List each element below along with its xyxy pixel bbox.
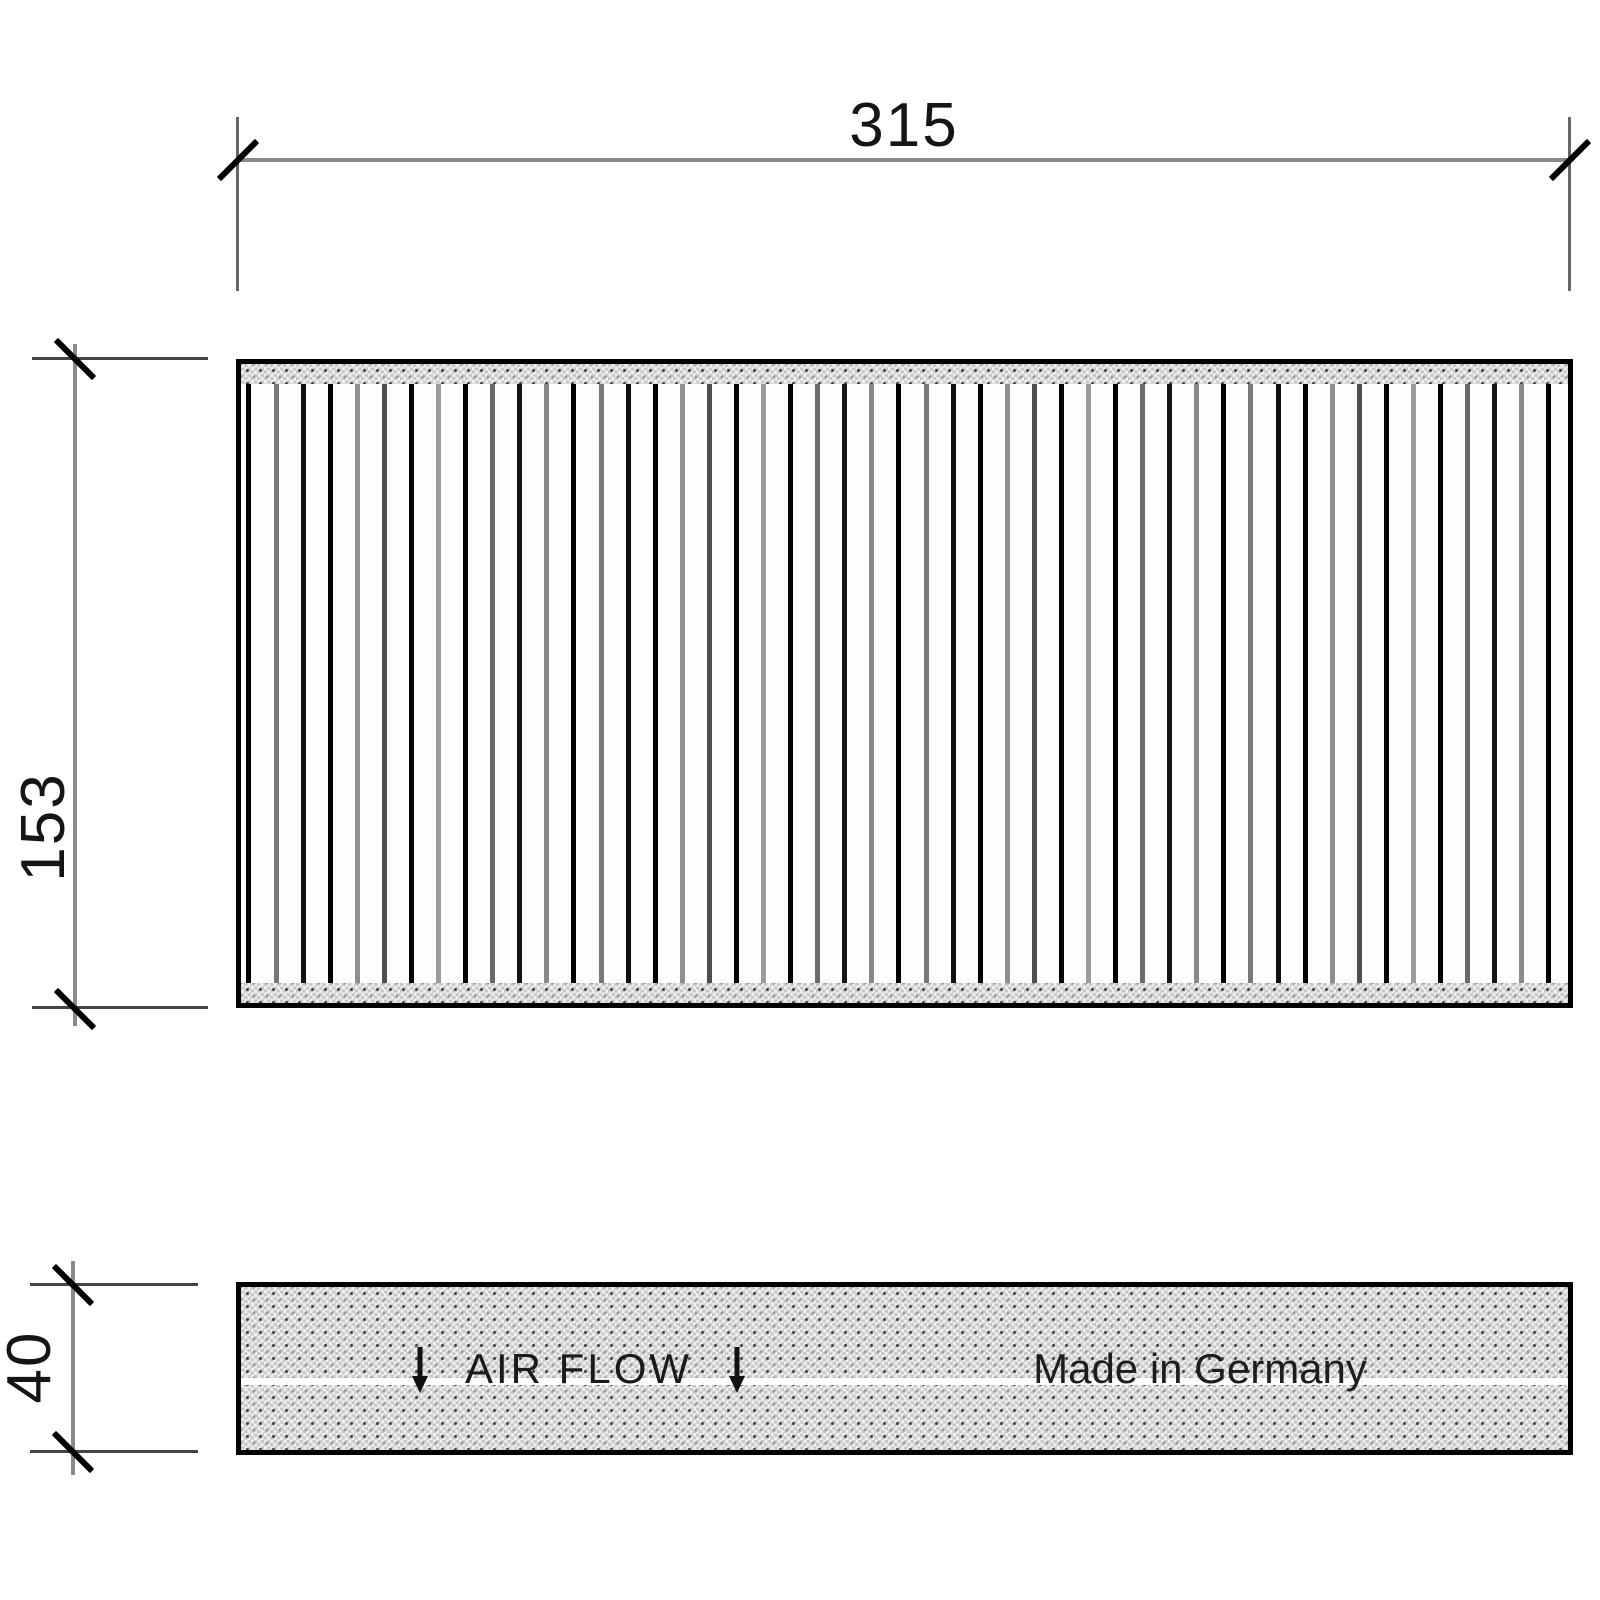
pleat-line xyxy=(300,384,306,983)
pleat-line xyxy=(1546,384,1552,983)
pleat-line xyxy=(1058,384,1064,983)
pleat-line xyxy=(463,384,469,983)
pleat-line xyxy=(1194,384,1200,983)
pleat-line xyxy=(1248,384,1254,983)
pleat-line xyxy=(1113,384,1118,983)
pleat-line xyxy=(544,384,550,983)
pleat-line xyxy=(1492,384,1498,983)
pleat-line xyxy=(1438,384,1443,983)
pleat-line xyxy=(490,384,496,983)
air-flow-label: AIR FLOW xyxy=(465,1344,693,1392)
pleat-line xyxy=(950,384,956,983)
depth-dimension-value: 40 xyxy=(0,1330,64,1404)
filter-top-view xyxy=(236,359,1573,1008)
air-flow-down-arrow-icon xyxy=(412,1346,428,1393)
pleat-line xyxy=(598,384,604,983)
pleat-line xyxy=(1221,384,1227,983)
pleat-line xyxy=(625,384,631,983)
pleat-line xyxy=(1410,384,1416,983)
width-dimension-value: 315 xyxy=(849,91,959,160)
pleat-line xyxy=(571,384,577,983)
pleat-line xyxy=(327,384,333,983)
pleat-line xyxy=(408,384,414,983)
filter-end-cap-bottom xyxy=(241,983,1568,1003)
air-flow-down-arrow-icon xyxy=(729,1346,746,1393)
height-dimension-value: 153 xyxy=(9,772,78,882)
extension-line-bottom xyxy=(32,1006,208,1009)
filter-pleats xyxy=(241,384,1568,983)
pleat-line xyxy=(1085,384,1091,983)
pleat-line xyxy=(1275,384,1281,983)
pleat-line xyxy=(354,384,360,983)
air-flow-group: AIR FLOW xyxy=(411,1287,746,1450)
made-in-germany-label: Made in Germany xyxy=(1033,1344,1367,1392)
pleat-line xyxy=(1465,384,1471,983)
pleat-line xyxy=(1031,384,1037,983)
pleat-line xyxy=(246,384,252,983)
pleat-line xyxy=(977,384,983,983)
pleat-line xyxy=(1519,384,1525,983)
pleat-line xyxy=(1329,384,1335,983)
pleat-line xyxy=(815,384,821,983)
extension-line-left xyxy=(236,117,239,291)
pleat-line xyxy=(517,384,523,983)
dimension-line-depth xyxy=(71,1261,75,1475)
pleat-line xyxy=(1167,384,1173,983)
pleat-line xyxy=(706,384,712,983)
pleat-line xyxy=(273,384,279,983)
pleat-line xyxy=(923,384,929,983)
filter-end-cap-top xyxy=(241,364,1568,384)
dimension-line-width xyxy=(236,158,1572,162)
pleat-line xyxy=(1356,384,1362,983)
pleat-line xyxy=(788,384,793,983)
side-seam-line xyxy=(241,1378,1568,1385)
pleat-line xyxy=(842,384,848,983)
extension-line-top xyxy=(30,1283,198,1286)
extension-line-top xyxy=(32,357,208,360)
pleat-line xyxy=(733,384,739,983)
dimension-line-height xyxy=(73,344,77,1026)
extension-line-bottom xyxy=(30,1450,198,1453)
pleat-line xyxy=(869,384,875,983)
pleat-line xyxy=(1383,384,1389,983)
pleat-line xyxy=(1004,384,1010,983)
pleat-line xyxy=(761,384,766,983)
pleat-line xyxy=(679,384,685,983)
pleat-line xyxy=(381,384,387,983)
pleat-line xyxy=(436,384,441,983)
pleat-line xyxy=(1302,384,1308,983)
pleat-line xyxy=(1140,384,1146,983)
extension-line-right xyxy=(1568,117,1571,291)
pleat-line xyxy=(652,384,658,983)
filter-side-view: AIR FLOW Made in Germany xyxy=(236,1282,1573,1455)
pleat-line xyxy=(896,384,902,983)
